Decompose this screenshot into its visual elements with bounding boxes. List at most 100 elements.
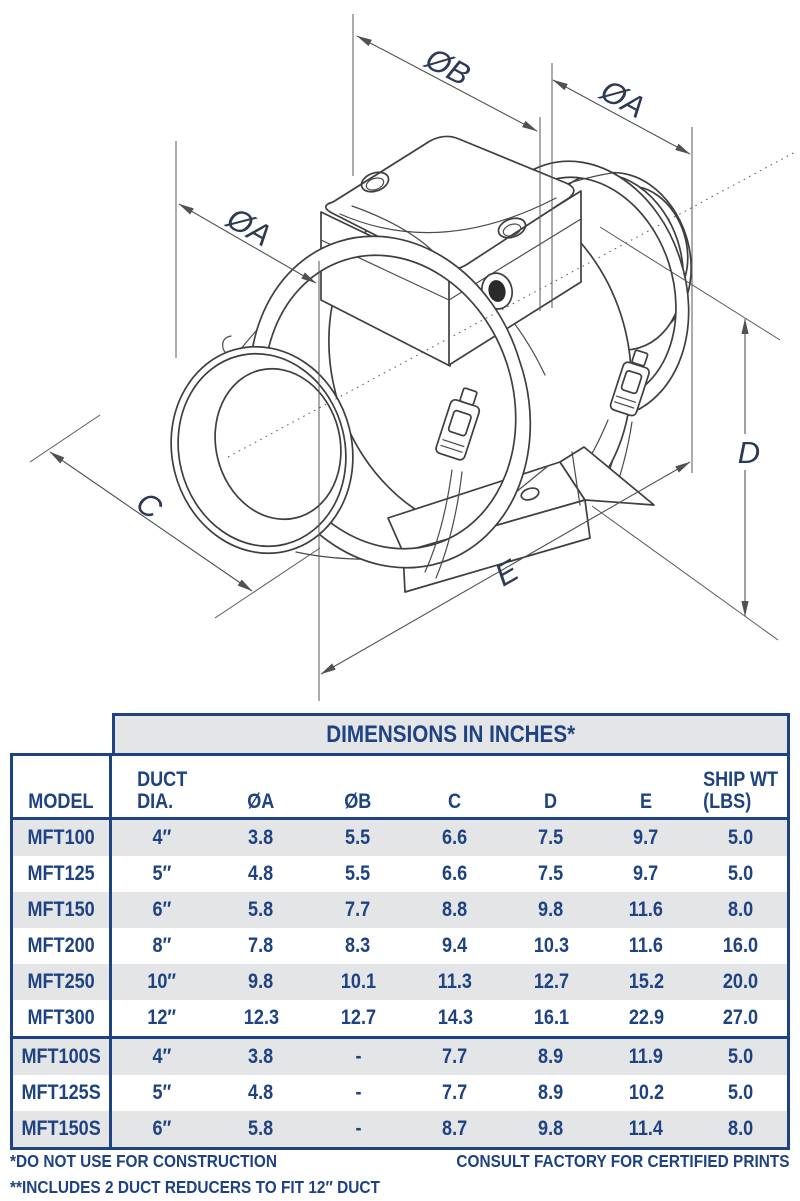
table-cell: MFT125S xyxy=(13,1075,112,1111)
table-row: MFT150 6″ 5.8 7.7 8.8 9.8 11.6 8.0 xyxy=(13,892,787,928)
table-row: MFT125 5″ 4.8 5.5 6.6 7.5 9.7 5.0 xyxy=(13,856,787,892)
table-cell: 8.0 xyxy=(727,898,754,921)
table-cell: 5.0 xyxy=(727,862,754,885)
dim-label-d: D xyxy=(738,435,760,470)
table-cell: 3.8 xyxy=(248,1045,274,1068)
table-cell: 9.8 xyxy=(538,898,564,921)
table-cell: 11.6 xyxy=(628,934,664,957)
table-cell: 8.7 xyxy=(442,1117,468,1140)
column-header: ØA xyxy=(247,789,275,813)
column-header: SHIP WT(LBS) xyxy=(703,768,778,813)
table-cell: 8.9 xyxy=(538,1045,564,1068)
table-cell: - xyxy=(354,1117,362,1140)
table-cell: 12″ xyxy=(147,1006,177,1029)
screw-hole-icon xyxy=(360,171,390,193)
table-cell: - xyxy=(354,1045,362,1068)
column-header: MODEL xyxy=(13,756,112,817)
fan-diagram: ØB ØA ØA C E D xyxy=(29,14,798,701)
table-cell: 14.3 xyxy=(437,1006,473,1029)
table-cell: MFT300 xyxy=(13,1000,112,1036)
table-cell: 9.8 xyxy=(538,1117,564,1140)
table-cell: 7.8 xyxy=(248,934,274,957)
table-cell: 11.9 xyxy=(628,1045,664,1068)
dim-label-oa-left: ØA xyxy=(220,200,277,253)
table-cell: MFT150S xyxy=(13,1111,112,1147)
table-cell: 11.4 xyxy=(628,1117,664,1140)
table-cell: MFT200 xyxy=(13,928,112,964)
table-row: MFT150S 6″ 5.8 - 8.7 9.8 11.4 8.0 xyxy=(13,1111,787,1147)
table-cell: 22.9 xyxy=(628,1006,664,1029)
table-cell: 10″ xyxy=(147,970,177,993)
screw-hole-icon xyxy=(497,217,527,239)
table-cell: MFT100 xyxy=(13,820,112,856)
table-cell: 10.2 xyxy=(628,1081,664,1104)
table-cell: 7.5 xyxy=(538,862,564,885)
table-cell: 12.7 xyxy=(340,1006,376,1029)
table-cell: 7.7 xyxy=(345,898,371,921)
table-cell: 4.8 xyxy=(248,862,274,885)
table-cell: 8.8 xyxy=(442,898,468,921)
table-cell: 5.0 xyxy=(727,1081,754,1104)
table-cell: 11.3 xyxy=(437,970,473,993)
footnotes: *DO NOT USE FOR CONSTRUCTION CONSULT FAC… xyxy=(10,1148,790,1200)
table-row: MFT300 12″ 12.3 12.7 14.3 16.1 22.9 27.0 xyxy=(13,1000,787,1036)
table-cell: 4″ xyxy=(152,1045,172,1068)
table-cell: 27.0 xyxy=(722,1006,759,1029)
table-cell: 6″ xyxy=(152,1117,172,1140)
footnote-reducers: **INCLUDES 2 DUCT REDUCERS TO FIT 12″ DU… xyxy=(10,1177,380,1197)
table-cell: 4″ xyxy=(152,826,172,849)
table-cell: 7.5 xyxy=(538,826,564,849)
table-title-bar: DIMENSIONS IN INCHES* xyxy=(112,713,790,753)
table-cell: 12.3 xyxy=(243,1006,279,1029)
column-header: C xyxy=(448,789,462,813)
table-row: MFT100S 4″ 3.8 - 7.7 8.9 11.9 5.0 xyxy=(13,1036,787,1075)
table-cell: 5″ xyxy=(152,862,172,885)
table-cell: 5.5 xyxy=(345,826,371,849)
table-cell: 5.5 xyxy=(345,862,371,885)
table-cell: 5.0 xyxy=(727,1045,754,1068)
table-cell: 12.7 xyxy=(533,970,569,993)
clamp-buckle-icon xyxy=(435,387,481,461)
table-cell: 5.8 xyxy=(248,898,274,921)
table-cell: 5.0 xyxy=(727,826,754,849)
table-cell: 4.8 xyxy=(248,1081,274,1104)
footnote-certified-prints: CONSULT FACTORY FOR CERTIFIED PRINTS xyxy=(456,1151,790,1171)
table-cell: 15.2 xyxy=(628,970,664,993)
table-cell: 9.4 xyxy=(442,934,468,957)
table-cell: 5.8 xyxy=(248,1117,274,1140)
table-cell: 7.7 xyxy=(442,1081,468,1104)
table-cell: 7.7 xyxy=(442,1045,468,1068)
table-cell: 5″ xyxy=(152,1081,172,1104)
table-cell: 8.9 xyxy=(538,1081,564,1104)
dim-label-oa-right: ØA xyxy=(594,72,651,125)
table-cell: MFT150 xyxy=(13,892,112,928)
table-cell: 8″ xyxy=(152,934,172,957)
column-header: D xyxy=(544,789,558,813)
dimension-lines xyxy=(49,35,749,675)
table-cell: 8.0 xyxy=(727,1117,754,1140)
table-cell: 20.0 xyxy=(722,970,759,993)
table-cell: 16.1 xyxy=(533,1006,569,1029)
table-cell: 9.7 xyxy=(633,826,659,849)
table-cell: 16.0 xyxy=(722,934,759,957)
table-cell: 11.6 xyxy=(628,898,664,921)
table-cell: MFT250 xyxy=(13,964,112,1000)
dim-label-c: C xyxy=(130,485,169,527)
column-header: E xyxy=(639,789,653,813)
table-cell: MFT100S xyxy=(13,1039,112,1075)
clamp-buckle-icon xyxy=(609,349,650,417)
table-cell: 6″ xyxy=(152,898,172,921)
table-cell: 9.7 xyxy=(633,862,659,885)
table-cell: MFT125 xyxy=(13,856,112,892)
table-cell: 6.6 xyxy=(442,862,468,885)
table-cell: 3.8 xyxy=(248,826,274,849)
table-title: DIMENSIONS IN INCHES* xyxy=(326,720,576,748)
